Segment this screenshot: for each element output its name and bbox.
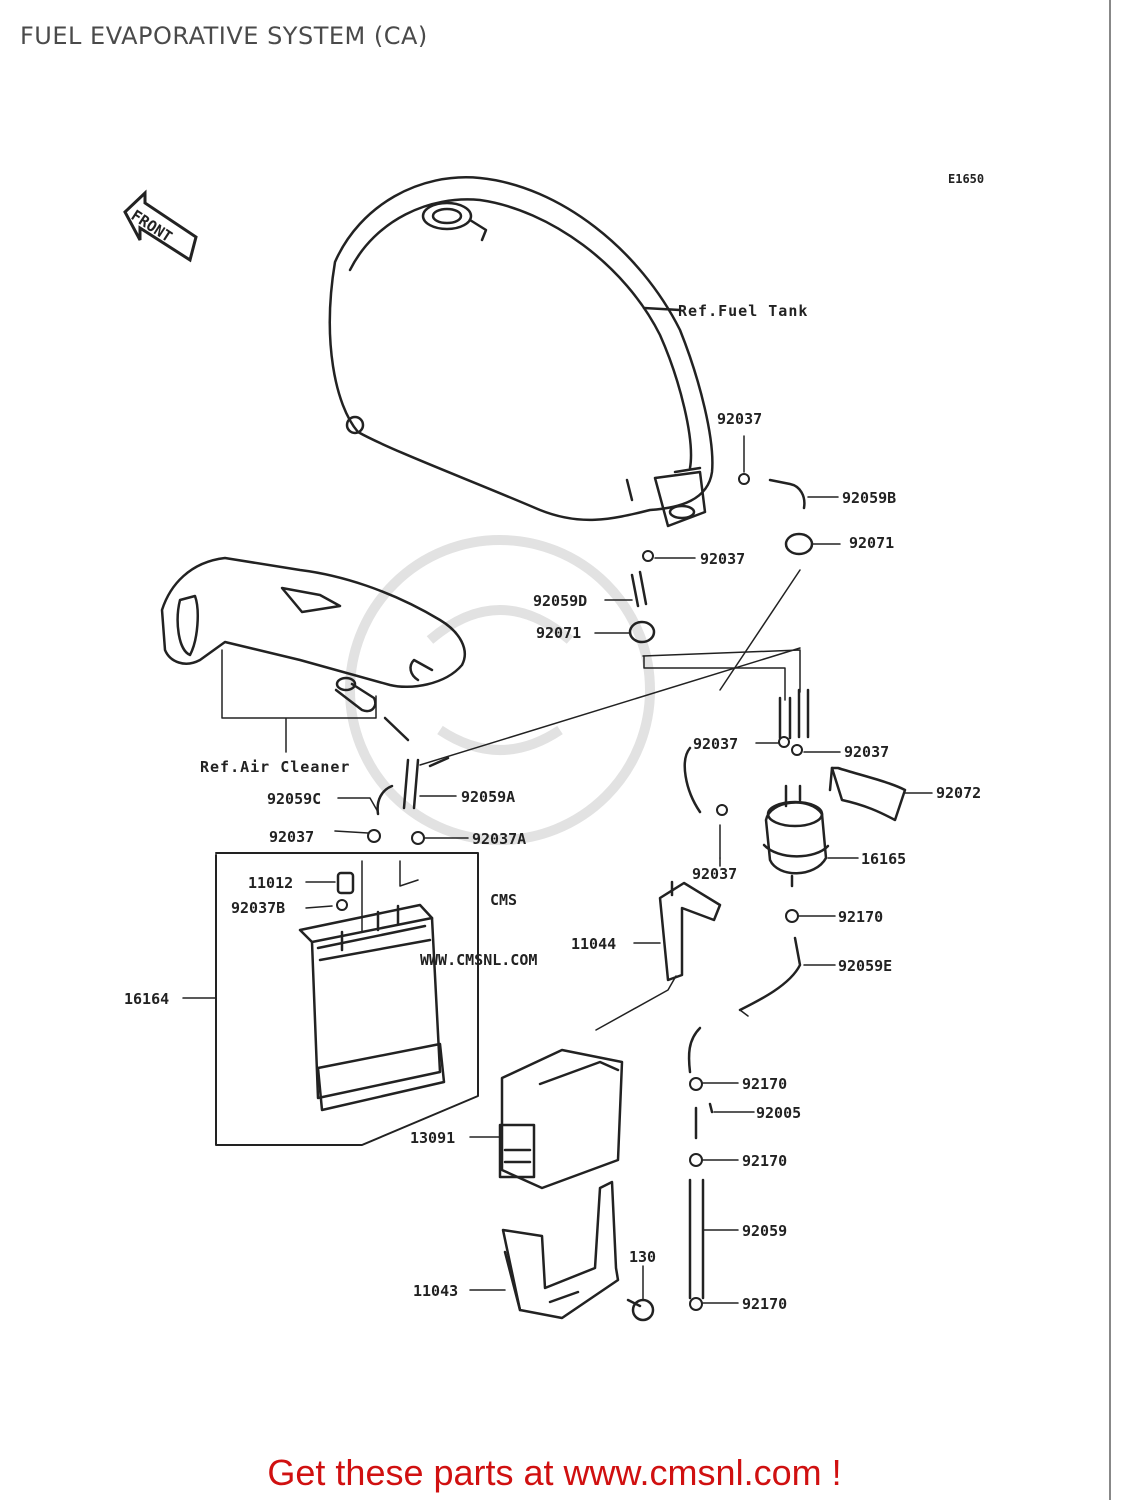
callout-11012: 11012 xyxy=(248,874,293,892)
callout-11044: 11044 xyxy=(571,935,616,953)
watermark-logo: CMS xyxy=(490,891,517,909)
label-leaders xyxy=(182,435,933,1304)
callout-92037-lower: 92037 xyxy=(700,550,745,568)
callout-92037-mid-right: 92037 xyxy=(844,743,889,761)
promo-link[interactable]: Get these parts at www.cmsnl.com ! xyxy=(267,1452,842,1493)
callout-92059B: 92059B xyxy=(842,489,896,507)
callout-92170-bottom: 92170 xyxy=(742,1295,787,1313)
callout-92059A: 92059A xyxy=(461,788,515,806)
bracket-box-13091 xyxy=(498,1048,624,1190)
callout-13091: 13091 xyxy=(410,1129,455,1147)
bolt-130 xyxy=(626,1298,655,1322)
bracket-11044 xyxy=(658,880,722,982)
separator-16165 xyxy=(762,784,830,888)
callout-92037-tank: 92037 xyxy=(717,410,762,428)
callout-92059D: 92059D xyxy=(533,592,587,610)
ref-fuel-tank-label: Ref.Fuel Tank xyxy=(678,302,808,320)
strap-92072 xyxy=(828,766,907,822)
callout-11043: 11043 xyxy=(413,1282,458,1300)
hoses xyxy=(376,478,810,1300)
callout-92037A: 92037A xyxy=(472,830,526,848)
callout-92170-top: 92170 xyxy=(838,908,883,926)
air-cleaner xyxy=(160,556,466,713)
callout-92005: 92005 xyxy=(756,1104,801,1122)
bracket-11043 xyxy=(501,1180,620,1320)
callout-92059E: 92059E xyxy=(838,957,892,975)
callout-92072: 92072 xyxy=(936,784,981,802)
callout-92037-canister: 92037 xyxy=(269,828,314,846)
ref-air-cleaner-label: Ref.Air Cleaner xyxy=(200,758,350,776)
callout-92170-third: 92170 xyxy=(742,1152,787,1170)
diagram-code: E1650 xyxy=(948,172,984,186)
callout-16164: 16164 xyxy=(124,990,169,1008)
callout-92037B: 92037B xyxy=(231,899,285,917)
callout-92170-second: 92170 xyxy=(742,1075,787,1093)
callout-92059: 92059 xyxy=(742,1222,787,1240)
canister-16164 xyxy=(298,871,446,1112)
callout-92037-separator: 92037 xyxy=(692,865,737,883)
callout-130: 130 xyxy=(629,1248,656,1266)
right-border-rule xyxy=(1109,0,1111,1500)
callout-92037-mid-left: 92037 xyxy=(693,735,738,753)
fuel-tank xyxy=(328,176,714,528)
callout-16165: 16165 xyxy=(861,850,906,868)
front-arrow-icon: FRONT xyxy=(123,189,198,263)
hose-clips xyxy=(336,473,803,1311)
leader-lines xyxy=(221,569,801,1031)
parts-diagram: CMS WWW.CMSNL.COM E1650 FRONT xyxy=(123,172,984,1322)
callout-92071-right: 92071 xyxy=(849,534,894,552)
callout-92059C: 92059C xyxy=(267,790,321,808)
callout-92071-left: 92071 xyxy=(536,624,581,642)
watermark: CMS WWW.CMSNL.COM xyxy=(345,535,655,969)
page-title: FUEL EVAPORATIVE SYSTEM (CA) xyxy=(20,22,428,50)
part-callouts: 92037 92059B 92037 92071 92059D 92071 92… xyxy=(124,410,981,1313)
